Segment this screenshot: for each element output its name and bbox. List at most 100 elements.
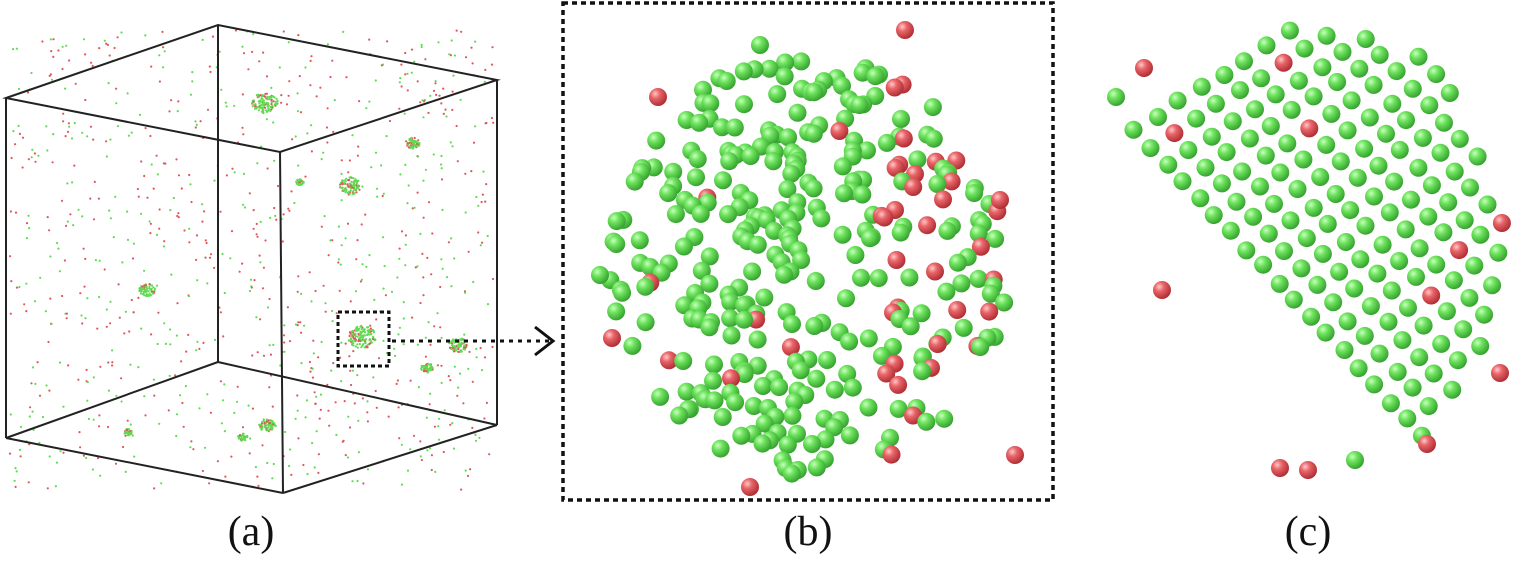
red-atom-icon [265,75,269,78]
red-atom-icon [204,239,207,242]
green-atom-icon [400,443,403,446]
green-atom-icon [271,95,274,98]
red-atom-icon [270,102,273,106]
red-atom-icon [885,78,904,97]
green-atom-icon [259,106,262,109]
red-atom-icon [375,318,378,321]
green-atom-icon [126,210,129,213]
red-atom-icon [255,222,258,225]
green-atom-icon [735,95,753,114]
green-atom-icon [223,430,226,433]
green-atom-icon [430,367,433,370]
red-atom-icon [25,222,29,225]
green-atom-icon [1410,239,1429,258]
green-atom-icon [404,243,407,246]
green-atom-icon [340,199,343,202]
green-atom-icon [105,308,108,311]
red-atom-icon [407,146,410,149]
green-atom-icon [380,164,383,167]
red-atom-icon [296,324,299,327]
red-atom-icon [364,213,367,216]
red-atom-icon [398,107,401,110]
red-atom-icon [213,266,216,269]
green-atom-icon [938,221,957,240]
green-atom-icon [224,101,227,104]
red-atom-icon [464,56,468,59]
green-atom-icon [687,168,705,187]
red-atom-icon [918,216,937,235]
green-atom-icon [188,227,191,230]
green-atom-icon [300,292,303,295]
green-atom-icon [385,135,388,138]
green-atom-icon [803,435,821,453]
green-atom-icon [343,181,346,184]
green-atom-icon [1420,96,1439,115]
red-atom-icon [187,333,190,336]
red-atom-icon [366,420,369,423]
green-atom-icon [453,54,456,57]
red-atom-icon [162,46,165,49]
red-atom-icon [464,172,467,175]
green-atom-icon [454,348,457,351]
green-atom-icon [352,344,355,347]
green-atom-icon [1390,252,1409,270]
green-atom-icon [700,247,719,266]
green-atom-icon [351,339,354,342]
green-atom-icon [1257,36,1276,55]
red-atom-icon [280,94,283,97]
red-atom-icon [126,428,129,432]
red-atom-icon [384,294,387,297]
green-atom-icon [1280,21,1299,40]
green-atom-icon [311,441,314,445]
green-atom-icon [354,178,357,181]
red-atom-icon [438,94,441,97]
red-atom-icon [300,331,303,334]
green-atom-icon [908,150,927,169]
green-atom-icon [59,450,62,453]
green-atom-icon [778,180,797,199]
red-atom-icon [52,55,55,59]
red-atom-icon [149,232,152,235]
zoom-frame [561,1,1055,502]
green-atom-icon [448,53,451,56]
green-atom-icon [368,338,371,341]
green-atom-icon [853,185,872,204]
green-atom-icon [247,404,250,407]
green-atom-icon [1427,255,1446,274]
green-atom-icon [1221,221,1240,240]
green-atom-icon [719,205,738,224]
green-atom-icon [417,144,420,147]
green-atom-icon [360,278,363,281]
red-atom-icon [332,362,335,365]
caption-a: (a) [227,509,275,555]
green-atom-icon [816,430,835,449]
green-atom-icon [260,95,263,98]
green-atom-icon [807,458,826,477]
green-atom-icon [304,66,307,69]
green-atom-icon [437,438,441,441]
green-atom-icon [917,412,936,431]
red-atom-icon [46,216,49,219]
green-atom-icon [422,179,425,182]
green-atom-icon [310,124,313,127]
green-atom-icon [426,449,429,452]
green-atom-icon [437,425,440,428]
red-atom-icon [440,178,444,181]
red-atom-icon [362,482,365,485]
red-atom-icon [177,100,180,103]
green-atom-icon [1348,168,1367,187]
red-atom-icon [420,458,423,462]
red-atom-icon [209,70,212,74]
red-atom-icon [46,487,49,490]
cube-wireframe [2,23,501,494]
red-atom-icon [83,285,86,288]
red-atom-icon [251,354,254,357]
red-atom-icon [372,338,375,341]
green-atom-icon [187,295,191,298]
green-atom-icon [1313,58,1332,77]
green-atom-icon [969,224,988,243]
green-atom-icon [221,252,224,256]
green-atom-icon [350,180,353,183]
green-atom-icon [15,470,18,473]
green-atom-icon [475,195,478,199]
